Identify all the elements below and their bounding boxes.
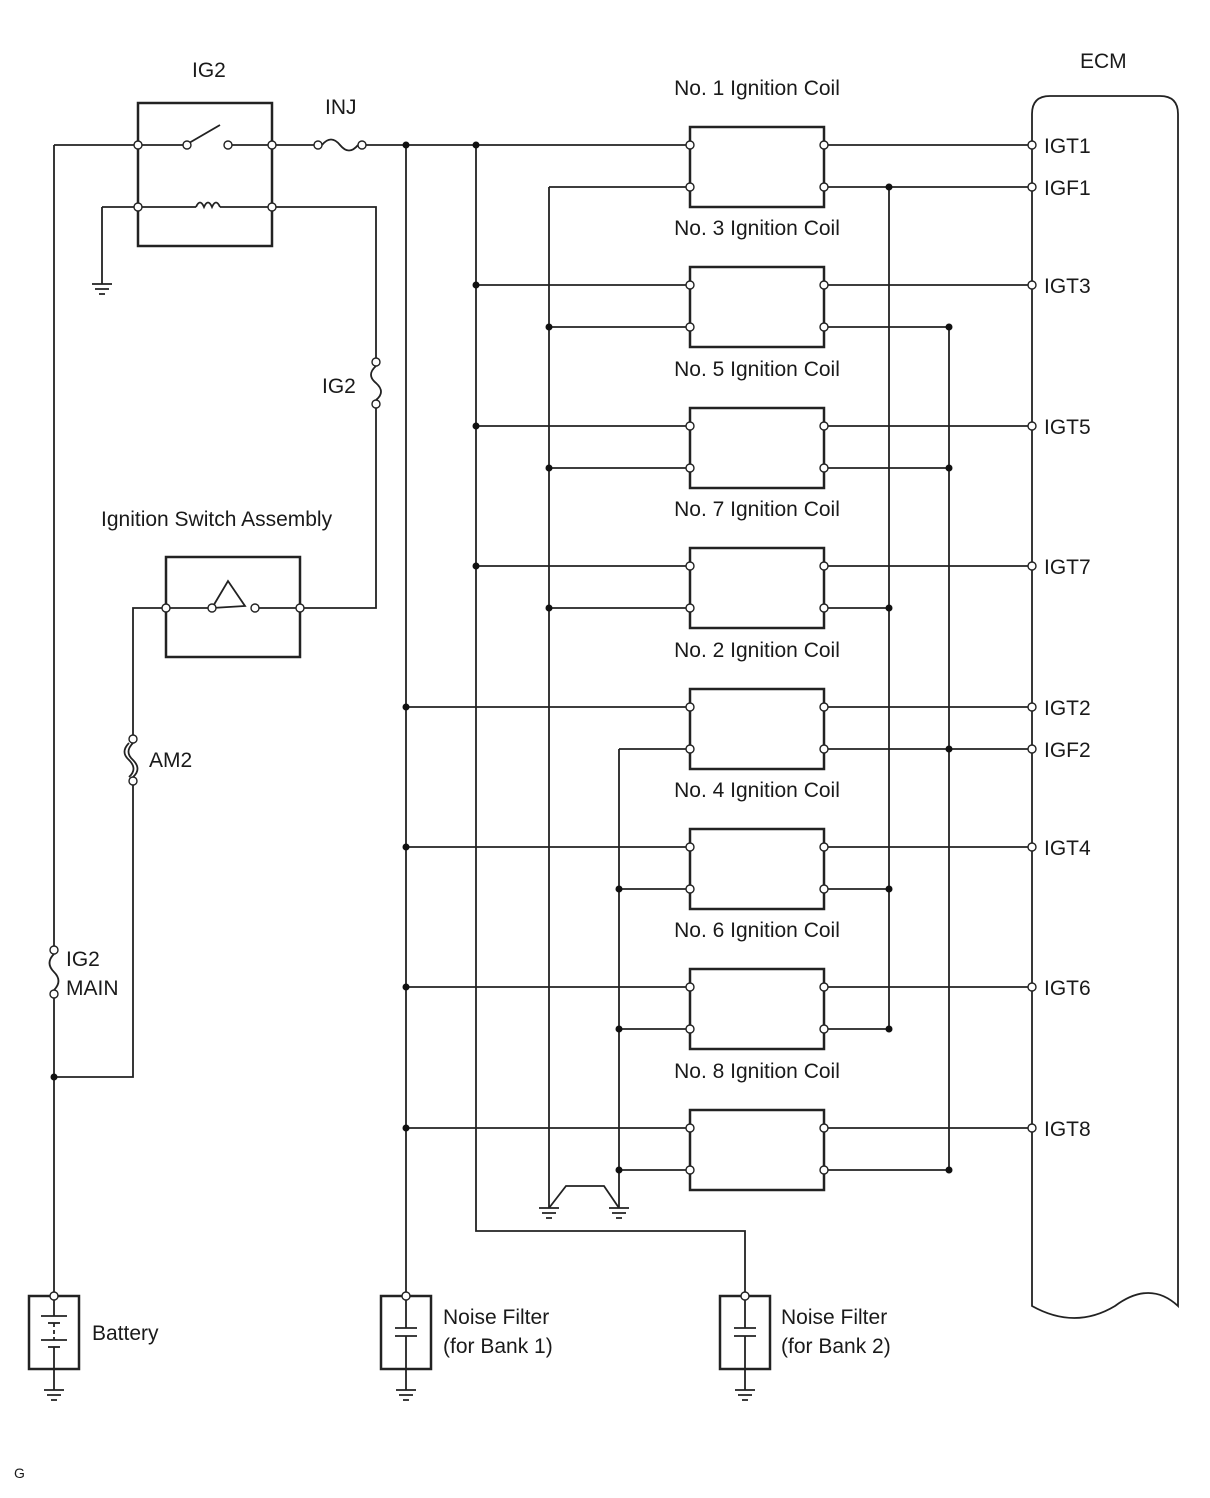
igf1-pin-label: IGF1 [1044, 177, 1091, 200]
ecm-pin-terminal [1027, 421, 1037, 431]
noise-filter-bank1-label-2: (for Bank 1) [443, 1335, 553, 1358]
ecm-pin-terminal [1027, 702, 1037, 712]
ignition-coil-label: No. 8 Ignition Coil [674, 1060, 840, 1083]
relay-label: IG2 [192, 59, 226, 82]
am2-fuse [123, 734, 139, 786]
noise-filter-bank1-label-1: Noise Filter [443, 1306, 549, 1329]
battery-label: Battery [92, 1322, 159, 1345]
ecm-pin-terminal [1027, 561, 1037, 571]
ecm-pin-terminal [1027, 982, 1037, 992]
ecm-block [1031, 95, 1179, 1319]
ig2-main-label-1: IG2 [66, 948, 100, 971]
ignition-coil-label: No. 2 Ignition Coil [674, 639, 840, 662]
ig2-main-label-2: MAIN [66, 977, 119, 1000]
ignition-coil-label: No. 1 Ignition Coil [674, 77, 840, 100]
ignition-coil-label: No. 5 Ignition Coil [674, 358, 840, 381]
ecm-pin-terminal [1027, 140, 1037, 150]
igt-pin-label: IGT7 [1044, 556, 1091, 579]
igt-pin-label: IGT1 [1044, 135, 1091, 158]
igf2-pin-label: IGF2 [1044, 739, 1091, 762]
igt-pin-label: IGT5 [1044, 416, 1091, 439]
ignition-coil-label: No. 6 Ignition Coil [674, 919, 840, 942]
ecm-label: ECM [1080, 50, 1127, 73]
ground-icon [539, 1207, 559, 1219]
ig2-fuse [370, 357, 382, 409]
ignition-coil-label: No. 4 Ignition Coil [674, 779, 840, 802]
igt-pin-label: IGT6 [1044, 977, 1091, 1000]
igt-pin-label: IGT2 [1044, 697, 1091, 720]
igt-pin-label: IGT8 [1044, 1118, 1091, 1141]
ignition-switch [161, 555, 305, 659]
ecm-pin-terminal [1027, 280, 1037, 290]
battery [27, 1291, 81, 1390]
ig2-relay [133, 101, 277, 248]
ignition-switch-label: Ignition Switch Assembly [101, 508, 333, 531]
ground-icon [44, 1389, 64, 1401]
inj-fuse [313, 138, 367, 152]
ground-icon [735, 1389, 755, 1401]
inj-fuse-label: INJ [325, 96, 357, 119]
ignition-coil-label: No. 3 Ignition Coil [674, 217, 840, 240]
footer-mark: G [14, 1465, 25, 1481]
igf-pins [1027, 182, 1037, 754]
ground-symbols [44, 283, 755, 1401]
junction-dots [50, 141, 953, 1081]
coil-wires [402, 144, 1032, 1174]
ground-icon [396, 1389, 416, 1401]
igt-pin-label: IGT3 [1044, 275, 1091, 298]
am2-fuse-label: AM2 [149, 749, 192, 772]
ecm-pin-terminal [1027, 1123, 1037, 1133]
noise-filter-bank1 [379, 1291, 433, 1390]
ecm-pin-terminal [1027, 842, 1037, 852]
noise-filter-bank2 [718, 1291, 772, 1390]
ignition-coil-label: No. 7 Ignition Coil [674, 498, 840, 521]
ig2-main-fuse [48, 945, 60, 999]
ig2-fuse-label: IG2 [322, 375, 356, 398]
ground-icon [92, 283, 112, 295]
noise-filter-bank2-label-2: (for Bank 2) [781, 1335, 891, 1358]
igt-pin-label: IGT4 [1044, 837, 1091, 860]
ground-icon [609, 1207, 629, 1219]
noise-filter-bank2-label-1: Noise Filter [781, 1306, 887, 1329]
